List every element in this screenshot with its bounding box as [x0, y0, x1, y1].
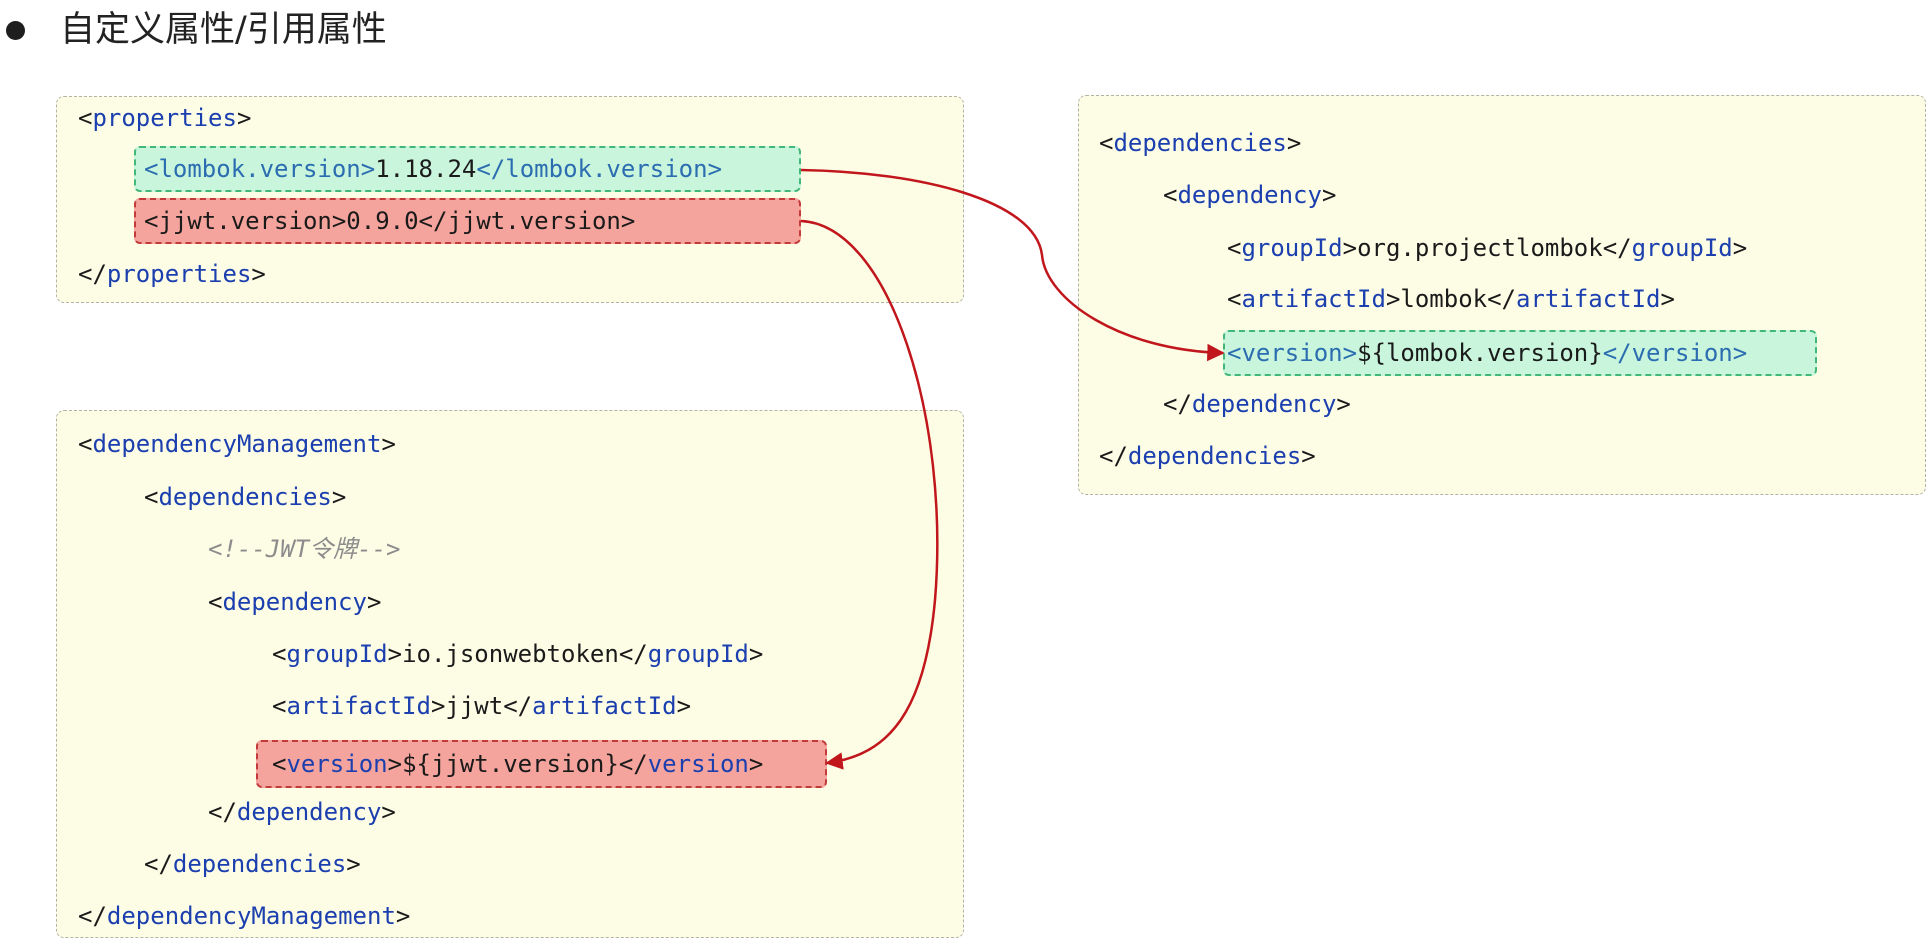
jjwt-artifact-id-line: <artifactId>jjwt</artifactId>: [272, 692, 692, 720]
section-heading: 自定义属性/引用属性: [60, 10, 387, 50]
jjwt-version-reference-line: <version>${jjwt.version}</version>: [272, 750, 764, 778]
dependency-management-code-box: [56, 410, 964, 938]
jjwt-group-id-line: <groupId>io.jsonwebtoken</groupId>: [272, 640, 764, 668]
dependency-close-line: </dependency>: [1163, 390, 1351, 418]
properties-close-line: </properties>: [78, 260, 266, 288]
dependencies-open-line: <dependencies>: [1099, 129, 1302, 157]
jwt-comment-line: <!--JWT令牌-->: [208, 535, 401, 563]
properties-open-line: <properties>: [78, 104, 252, 132]
management-dependency-close-line: </dependency>: [208, 798, 396, 826]
management-dependencies-close-line: </dependencies>: [144, 850, 361, 878]
lombok-property-highlight: [134, 146, 801, 192]
lombok-version-reference-line: <version>${lombok.version}</version>: [1227, 339, 1748, 367]
lombok-reference-arrow: [800, 168, 1225, 362]
management-dependencies-open-line: <dependencies>: [144, 483, 347, 511]
lombok-artifact-id-line: <artifactId>lombok</artifactId>: [1227, 285, 1675, 313]
lombok-version-reference-highlight: [1223, 330, 1817, 376]
jjwt-property-highlight: [134, 198, 801, 244]
lombok-group-id-line: <groupId>org.projectlombok</groupId>: [1227, 234, 1748, 262]
dependency-open-line: <dependency>: [1163, 181, 1337, 209]
dependencies-code-box: [1078, 95, 1926, 495]
dependency-management-open-line: <dependencyManagement>: [78, 430, 396, 458]
dependencies-close-line: </dependencies>: [1099, 442, 1316, 470]
jjwt-reference-arrow: [800, 219, 939, 770]
jjwt-version-reference-highlight: [256, 740, 827, 788]
jjwt-version-property: <jjwt.version>0.9.0</jjwt.version>: [144, 207, 636, 235]
lombok-version-property: <lombok.version>1.18.24</lombok.version>: [144, 155, 723, 183]
dependency-management-close-line: </dependencyManagement>: [78, 902, 411, 930]
management-dependency-open-line: <dependency>: [208, 588, 382, 616]
bullet-dot: [6, 21, 25, 40]
